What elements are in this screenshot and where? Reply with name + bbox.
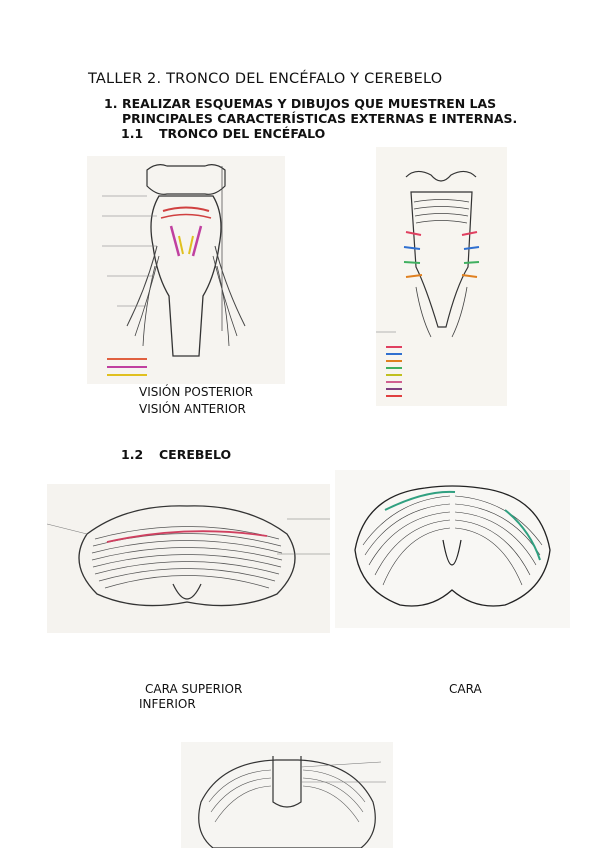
section-title: CEREBELO [159, 447, 232, 462]
caption-cara-superior: CARA SUPERIOR [145, 682, 243, 696]
caption-inferior: INFERIOR [139, 697, 196, 711]
section-number: 1.2 [121, 447, 144, 462]
caption-vision-posterior: VISIÓN POSTERIOR [139, 385, 254, 399]
list-item-1: 1. REALIZAR ESQUEMAS Y DIBUJOS QUE MUESTR… [104, 96, 517, 126]
page-title: TALLER 2. TRONCO DEL ENCÉFALO Y CEREBELO [88, 71, 443, 87]
caption-cara: CARA [449, 682, 482, 696]
cerebellum-inferior-drawing [335, 470, 570, 628]
section-heading-1-2: 1.2 CEREBELO [121, 447, 231, 462]
item-line-1: REALIZAR ESQUEMAS Y DIBUJOS QUE MUESTREN… [122, 96, 497, 111]
section-title: TRONCO DEL ENCÉFALO [159, 126, 326, 141]
section-number: 1.1 [121, 126, 144, 141]
brainstem-posterior-drawing [87, 156, 285, 384]
item-number: 1. [104, 96, 118, 111]
item-line-2: PRINCIPALES CARACTERÍSTICAS EXTERNAS E I… [122, 111, 518, 126]
section-heading-1-1: 1.1 TRONCO DEL ENCÉFALO [121, 126, 325, 141]
cerebellum-anterior-drawing [181, 742, 393, 848]
brainstem-anterior-drawing [376, 147, 507, 406]
cerebellum-superior-drawing [47, 484, 330, 633]
caption-vision-anterior: VISIÓN ANTERIOR [139, 402, 246, 416]
